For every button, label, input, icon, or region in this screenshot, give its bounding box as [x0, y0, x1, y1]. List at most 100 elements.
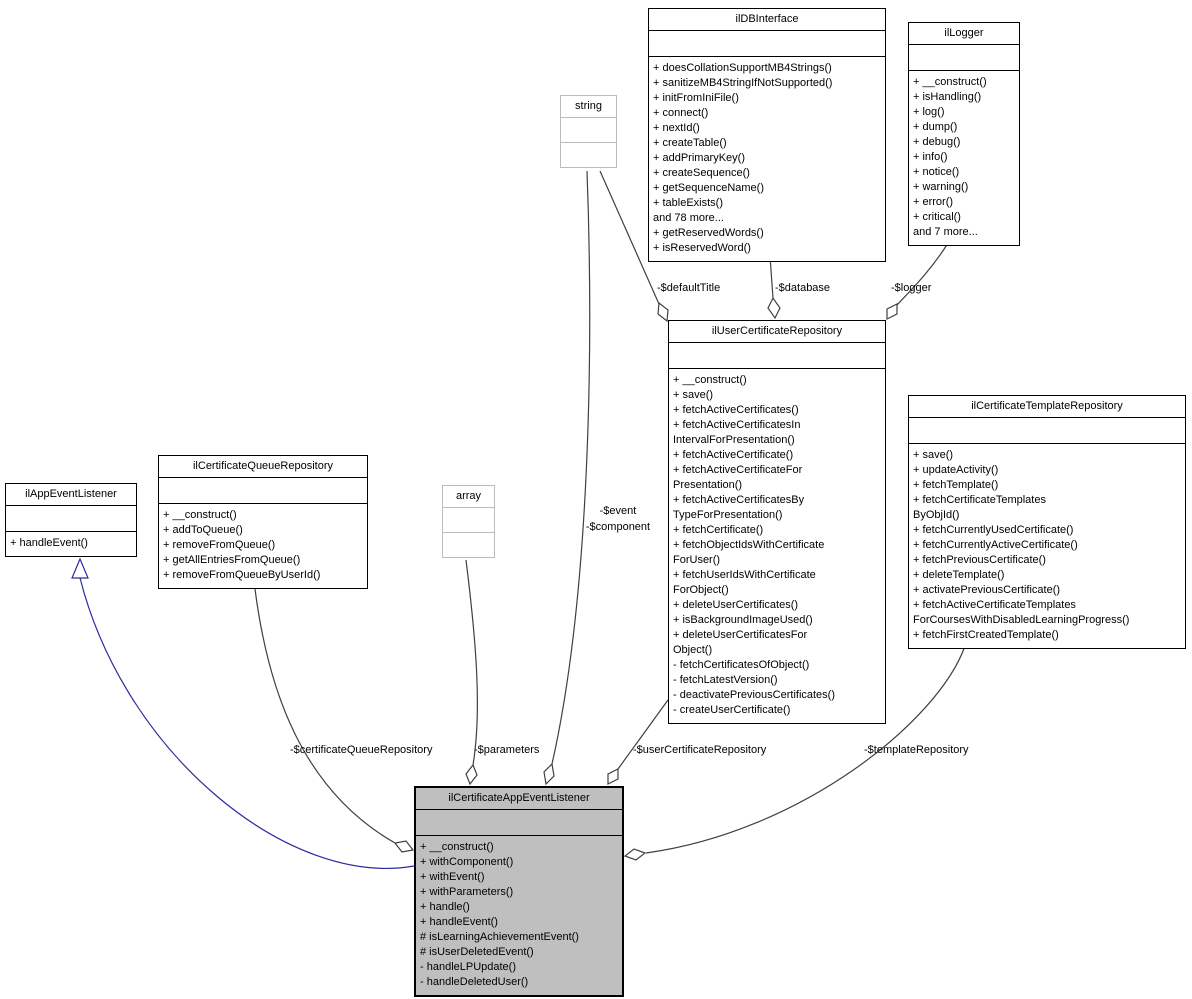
method-line: ForObject() [673, 584, 729, 596]
method-line: + fetchActiveCertificateFor [673, 464, 803, 476]
method-line: + connect() [653, 107, 709, 119]
method-line: - fetchCertificatesOfObject() [673, 659, 810, 671]
class-title: array [443, 486, 494, 508]
method-line: + sanitizeMB4StringIfNotSupported() [653, 77, 833, 89]
edge-label-user-certificate-repository: -$userCertificateRepository [633, 744, 767, 756]
attributes-compartment [159, 478, 367, 504]
method-line: + fetchCertificateTemplates [913, 494, 1046, 506]
edge-label-database: -$database [775, 282, 831, 294]
attributes-compartment [6, 506, 136, 532]
attributes-compartment [909, 418, 1185, 444]
edge-label-certificate-queue-repository: -$certificateQueueRepository [290, 744, 433, 756]
method-line: + fetchUserIdsWithCertificate [673, 569, 816, 581]
method-line: + deleteTemplate() [913, 569, 1005, 581]
class-title: ilLogger [909, 23, 1019, 45]
method-line: + withEvent() [420, 871, 485, 883]
method-line: - handleLPUpdate() [420, 961, 517, 973]
class-ilcertificatequeuerepository[interactable]: ilCertificateQueueRepository + __constru… [158, 455, 368, 589]
method-line: + notice() [913, 166, 960, 178]
method-line: + handleEvent() [420, 916, 498, 928]
method-line: + tableExists() [653, 197, 723, 209]
method-line: + fetchObjectIdsWithCertificate [673, 539, 825, 551]
method-line: + initFromIniFile() [653, 92, 739, 104]
edge-label-component: -$component [585, 521, 651, 533]
edge-template-repository [645, 645, 966, 854]
method-line: + fetchPreviousCertificate() [913, 554, 1046, 566]
method-line: + getSequenceName() [653, 182, 764, 194]
method-line: + warning() [913, 181, 969, 193]
method-line: + log() [913, 106, 945, 118]
aggregation-diamond-icon [886, 303, 898, 320]
class-ilappeventlistener[interactable]: ilAppEventListener + handleEvent() [5, 483, 137, 557]
aggregation-diamond-icon [465, 763, 478, 786]
aggregation-diamond-icon [393, 840, 415, 853]
method-line: + nextId() [653, 122, 700, 134]
method-line: + withParameters() [420, 886, 514, 898]
methods-compartment: + __construct()+ save()+ fetchActiveCert… [669, 369, 885, 723]
methods-compartment [443, 533, 494, 557]
class-illogger[interactable]: ilLogger + __construct()+ isHandling()+ … [908, 22, 1020, 246]
class-title: ilAppEventListener [6, 484, 136, 506]
class-title: ilCertificateAppEventListener [416, 788, 622, 810]
method-line: + removeFromQueue() [163, 539, 276, 551]
class-ilusercertificaterepository[interactable]: ilUserCertificateRepository + __construc… [668, 320, 886, 724]
class-array: array [442, 485, 495, 558]
class-title: ilDBInterface [649, 9, 885, 31]
edge-label-default-title: -$defaultTitle [657, 282, 721, 294]
method-line: + fetchCurrentlyUsedCertificate() [913, 524, 1074, 536]
edge-label-parameters: -$parameters [474, 744, 540, 756]
method-line: + doesCollationSupportMB4Strings() [653, 62, 832, 74]
method-line: + handle() [420, 901, 470, 913]
method-line: + addToQueue() [163, 524, 243, 536]
methods-compartment: + handleEvent() [6, 532, 136, 556]
methods-compartment: + __construct() + addToQueue() + removeFro… [159, 504, 367, 588]
method-line: + __construct() [673, 374, 747, 386]
methods-compartment [561, 143, 616, 167]
method-line: + fetchActiveCertificateTemplates [913, 599, 1076, 611]
edge-label-event-component: -$event -$component [575, 503, 661, 535]
attributes-compartment [561, 118, 616, 143]
aggregation-diamond-icon [623, 848, 647, 861]
inheritance-arrow-icon [71, 557, 89, 579]
class-ilcertificatetemplaterepository[interactable]: ilCertificateTemplateRepository + save()… [908, 395, 1186, 649]
method-line: - handleDeletedUser() [420, 976, 529, 988]
method-line: + withComponent() [420, 856, 514, 868]
aggregation-diamond-icon [657, 301, 669, 323]
class-title: ilCertificateQueueRepository [159, 456, 367, 478]
method-line: + fetchActiveCertificate() [673, 449, 794, 461]
edge-label-template-repository: -$templateRepository [864, 744, 969, 756]
method-line: + fetchTemplate() [913, 479, 999, 491]
class-title: string [561, 96, 616, 118]
method-line: + deleteUserCertificatesFor [673, 629, 808, 641]
edge-database [769, 255, 774, 299]
methods-compartment: + save()+ updateActivity()+ fetchTemplat… [909, 444, 1185, 648]
edge-label-event: -$event [599, 505, 637, 517]
method-line: + debug() [913, 136, 961, 148]
method-line: Object() [673, 644, 713, 656]
edge-user-certificate-repository [617, 699, 669, 770]
method-line: - createUserCertificate() [673, 704, 791, 716]
class-ildbinterface[interactable]: ilDBInterface + doesCollationSupportMB4S… [648, 8, 886, 262]
methods-compartment: + __construct() + withComponent() + withEv… [416, 836, 622, 995]
method-line: and 7 more... [913, 226, 978, 238]
method-line: + handleEvent() [10, 537, 88, 549]
method-line: + createTable() [653, 137, 727, 149]
method-line: - deactivatePreviousCertificates() [673, 689, 836, 701]
method-line: + __construct() [420, 841, 494, 853]
method-line: + __construct() [163, 509, 237, 521]
method-line: ForCoursesWithDisabledLearningProgress() [913, 614, 1130, 626]
method-line: + isReservedWord() [653, 242, 751, 254]
edge-logger [896, 242, 949, 306]
method-line: + error() [913, 196, 954, 208]
edge-event-component [551, 170, 591, 765]
aggregation-diamond-icon [767, 296, 781, 320]
method-line: and 78 more... [653, 212, 724, 224]
method-line: + dump() [913, 121, 958, 133]
method-line: ForUser() [673, 554, 721, 566]
method-line: + fetchActiveCertificatesBy [673, 494, 805, 506]
method-line: ByObjId() [913, 509, 960, 521]
methods-compartment: + doesCollationSupportMB4Strings() + sani… [649, 57, 885, 261]
attributes-compartment [909, 45, 1019, 71]
